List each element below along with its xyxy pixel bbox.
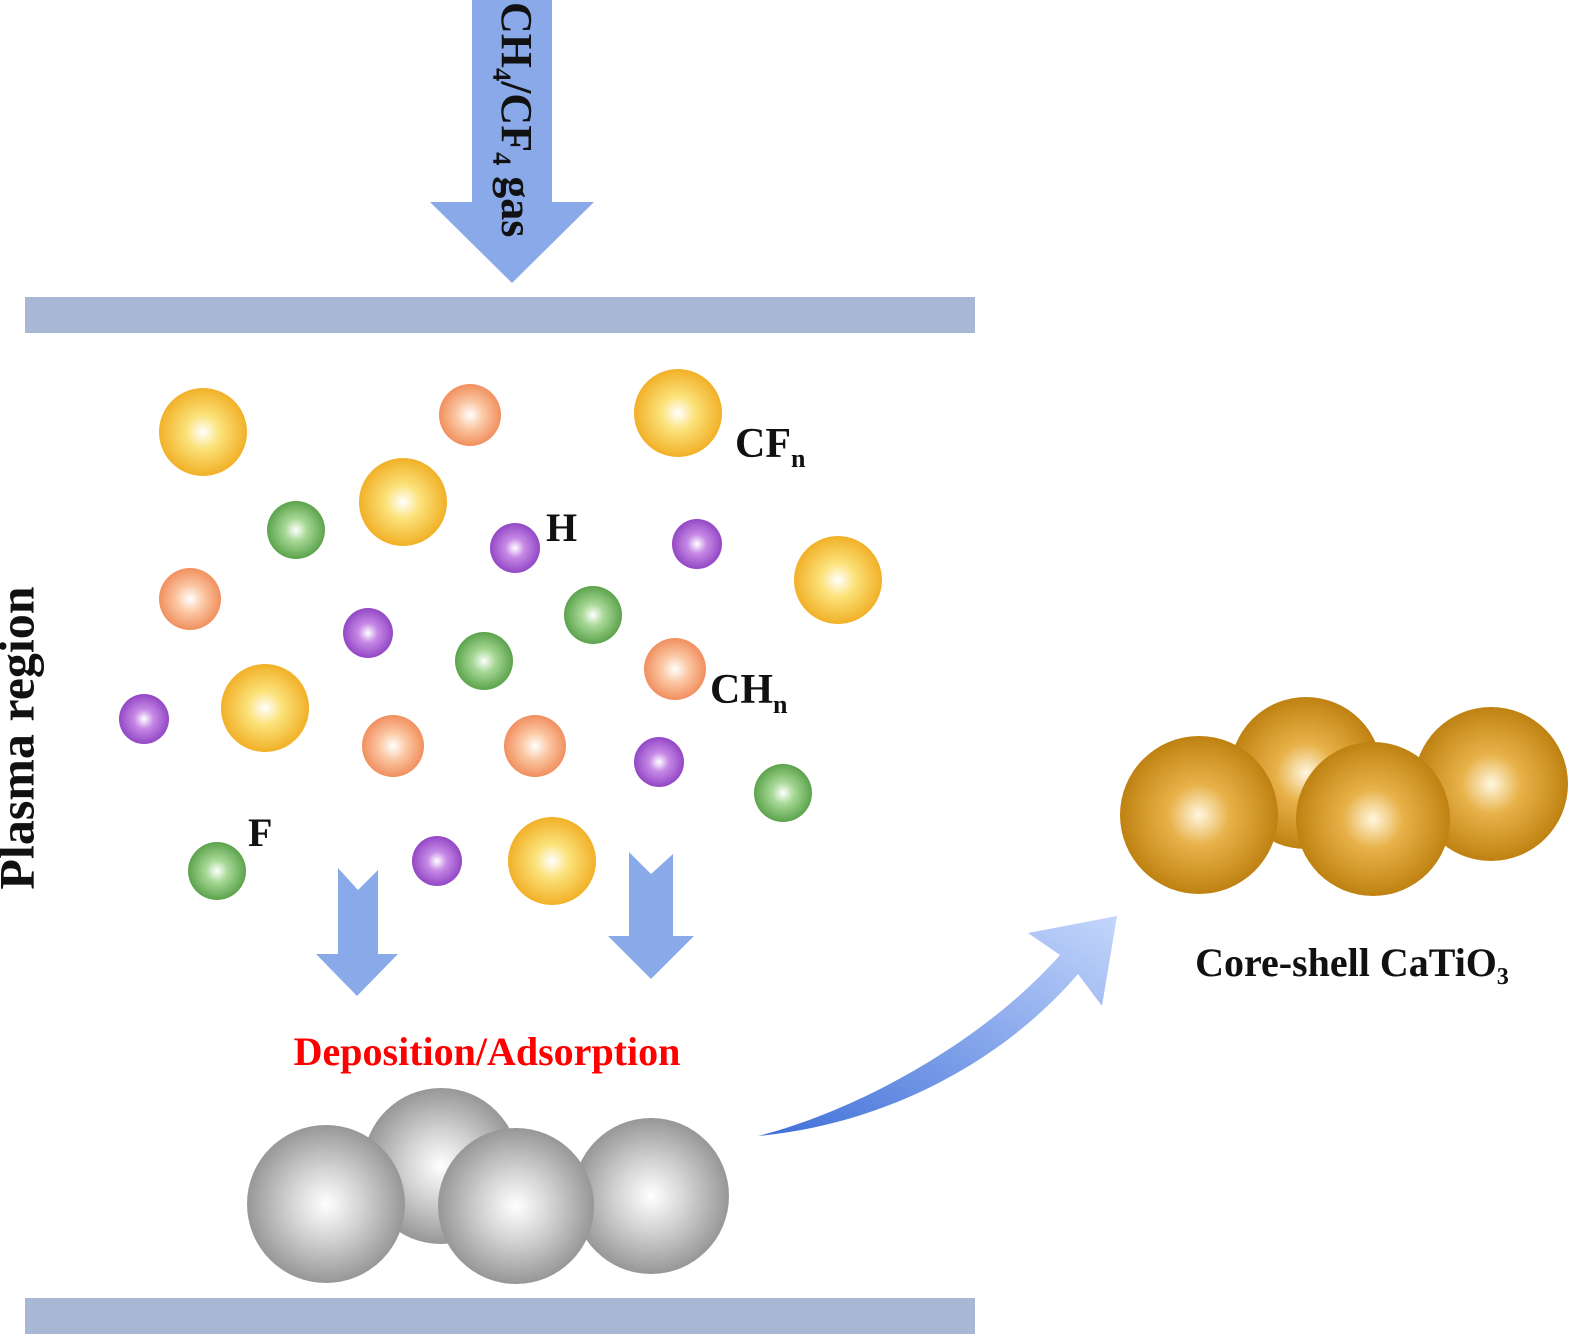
f-particle [188,842,246,900]
core-particle [573,1118,729,1274]
cfn-particle [221,664,309,752]
f-particle [754,764,812,822]
h-particle [490,523,540,573]
f-species-group [188,501,812,900]
h-particle [343,608,393,658]
h-particle [119,694,169,744]
f-particle [564,586,622,644]
cfn-particle [634,369,722,457]
core-particle [247,1125,405,1283]
chn-particle [362,715,424,777]
h-particle [634,737,684,787]
chn-label: CHn [710,667,788,719]
core-shell-particles [1120,697,1568,896]
core-shell-particle [1414,707,1568,861]
chn-particle [504,715,566,777]
f-particle [455,632,513,690]
deposition-arrow-right [608,852,694,979]
chn-species-group [159,384,706,777]
gas-inlet-arrow [430,0,594,283]
cfn-species-group [159,369,882,905]
cfn-particle [508,817,596,905]
h-particle [412,836,462,886]
h-label: H [546,505,577,550]
cfn-particle [794,536,882,624]
product-label: Core-shell CaTiO₃ [1195,940,1509,985]
cfn-particle [159,388,247,476]
deposition-arrow-left [316,868,398,996]
f-particle [267,501,325,559]
bottom-electrode-plate [25,1298,975,1334]
core-shell-particle [1120,736,1278,894]
cfn-particle [359,458,447,546]
cfn-label: CFn [735,421,806,473]
plasma-region-label: Plasma region [0,586,44,889]
deposition-label: Deposition/Adsorption [294,1029,681,1074]
h-particle [672,519,722,569]
core-particles [247,1088,729,1284]
f-label: F [248,810,272,855]
h-species-group [119,519,722,886]
core-particle [438,1128,594,1284]
chn-particle [159,568,221,630]
transformation-arrow [758,916,1117,1136]
chn-particle [439,384,501,446]
chn-particle [644,638,706,700]
top-electrode-plate [25,297,975,333]
gas-inlet-label: CH₄/CF₄ gas [492,2,541,237]
core-shell-particle [1296,742,1450,896]
